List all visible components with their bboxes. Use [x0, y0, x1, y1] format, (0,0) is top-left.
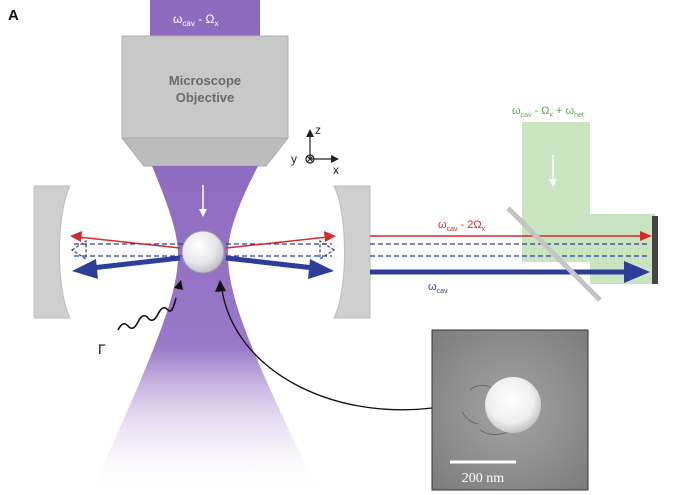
left-cavity-mirror	[33, 185, 71, 319]
y-axis-label: y	[291, 152, 297, 166]
lo-direction-arrowhead	[549, 179, 557, 187]
inset-pointer-arrowhead	[215, 280, 226, 292]
inset-pointer-arrow	[221, 289, 433, 411]
x-axis-arrowhead	[331, 155, 339, 163]
x-axis-label: x	[333, 163, 339, 177]
blue-arrow-left-head	[72, 259, 98, 279]
panel-label: A	[8, 7, 19, 24]
sem-nanoparticle	[485, 377, 541, 433]
red-arrow-right	[225, 236, 329, 249]
blue-beam-label: ωcav	[428, 281, 448, 295]
microscope-objective-body	[121, 35, 289, 139]
blue-output-beam-head	[624, 261, 650, 283]
gamma-wavy-arrow	[117, 297, 177, 331]
right-cavity-mirror	[333, 185, 371, 319]
z-axis-label: z	[315, 123, 321, 137]
beam-direction-arrowhead	[199, 209, 207, 217]
red-arrow-right-head	[324, 231, 336, 242]
red-arrow-left-head	[70, 231, 82, 242]
scale-bar-label: 200 nm	[462, 471, 505, 486]
dashed-right-arrowhead	[319, 239, 336, 261]
sem-inset: 200 nm	[431, 329, 589, 491]
gamma-label: Γ	[98, 341, 106, 357]
objective-label-line1: Microscope	[169, 73, 241, 88]
nanoparticle	[181, 230, 225, 274]
red-output-beam-head	[640, 231, 652, 241]
input-beam-label: ωcav - Ωx	[173, 12, 218, 28]
objective-label-line2: Objective	[176, 90, 235, 105]
coordinate-axes	[305, 134, 334, 164]
blue-arrow-right	[225, 255, 315, 271]
gamma-arrowhead	[174, 280, 183, 290]
input-beam-top	[150, 0, 260, 36]
beam-splitter	[506, 206, 602, 302]
detector	[652, 216, 658, 284]
trapping-beam	[90, 166, 320, 495]
blue-arrow-left	[91, 255, 181, 271]
red-beam-label: ωcav - 2Ωx	[438, 219, 486, 233]
lo-label: ωcav - Ωx + ωhet	[512, 105, 584, 119]
dashed-left-arrowhead	[70, 239, 87, 261]
local-oscillator-region	[522, 122, 655, 284]
microscope-objective-nose	[120, 137, 290, 167]
red-arrow-left	[77, 236, 181, 249]
blue-arrow-right-head	[308, 259, 334, 279]
z-axis-arrowhead	[306, 129, 314, 137]
